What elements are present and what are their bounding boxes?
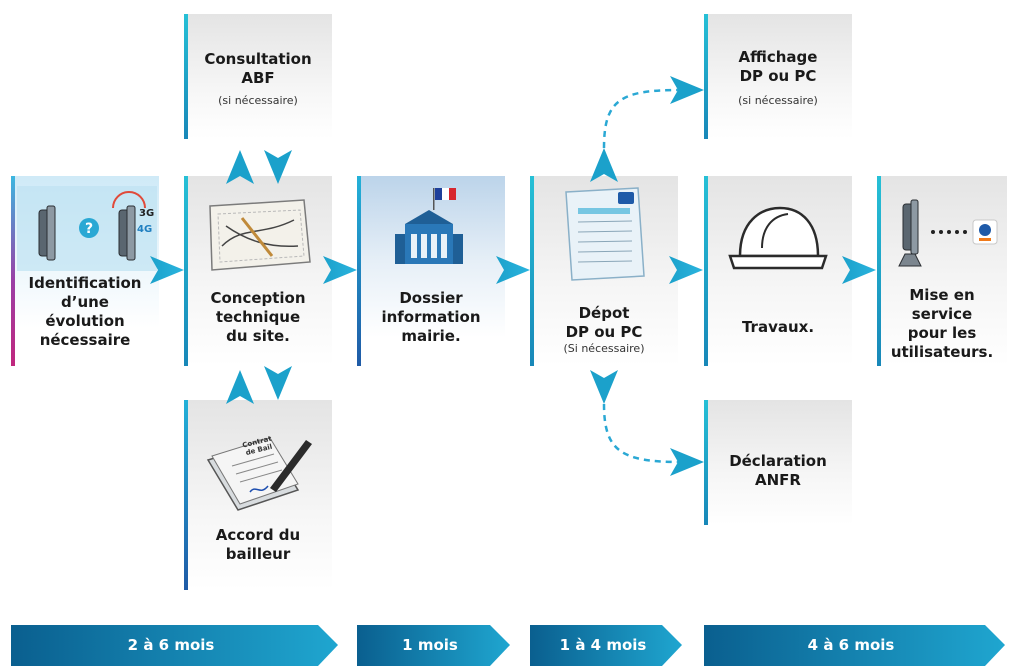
affichage-note: (si nécessaire): [738, 94, 818, 107]
permit-form-icon: [565, 187, 645, 281]
svg-text:?: ?: [85, 221, 93, 237]
arrow-down-icon: [590, 370, 618, 404]
arrow-right-icon: [670, 76, 704, 104]
timeline-segment: [530, 625, 682, 666]
timeline-text: 1 à 4 mois: [559, 636, 647, 654]
timeline-label-1: 2 à 6 mois: [11, 625, 331, 666]
identification-box: ? 3G 4G Identification d’une évolution n…: [11, 176, 159, 366]
timeline-text: 2 à 6 mois: [127, 636, 215, 654]
arrow-right-icon: [842, 256, 876, 284]
arrow-right-icon: [496, 256, 530, 284]
timeline-text: 1 mois: [402, 636, 458, 654]
dashed-connector: [602, 403, 681, 464]
blueprint-plan-icon: [209, 199, 311, 271]
timeline-label-3: 1 à 4 mois: [530, 625, 676, 666]
antenna-upgrade-illustration: ? 3G 4G: [17, 186, 157, 271]
accord-bailleur-box: Contrat de Bail Accord du bailleur: [184, 400, 332, 590]
svg-text:3G: 3G: [139, 208, 154, 219]
arrow-down-icon: [264, 366, 292, 400]
conception-box: Conception technique du site.: [184, 176, 332, 366]
antenna-icon: [898, 199, 922, 267]
travaux-box: Travaux.: [704, 176, 852, 366]
arrow-right-icon: [670, 448, 704, 476]
lease-contract-icon: [206, 437, 312, 511]
identification-label: Identification d’une évolution nécessair…: [28, 274, 142, 349]
hard-hat-icon: [728, 206, 828, 270]
conception-label: Conception technique du site.: [210, 289, 306, 345]
depot-label: Dépot DP ou PC: [565, 304, 643, 341]
timeline-label-4: 4 à 6 mois: [704, 625, 998, 666]
antenna-connected-icon: [898, 199, 998, 267]
arrow-right-icon: [150, 256, 184, 284]
antenna-icon: [38, 205, 136, 261]
french-flag-icon: [433, 188, 456, 210]
arrow-right-icon: [669, 256, 703, 284]
declaration-anfr-label: Déclaration ANFR: [729, 452, 827, 489]
bouygues-logo-icon: [618, 192, 634, 204]
timeline-segment: [357, 625, 510, 666]
consultation-abf-note: (si nécessaire): [218, 94, 298, 107]
timeline-segment: [11, 625, 338, 666]
depot-box: Dépot DP ou PC (Si nécessaire): [530, 176, 678, 366]
timeline-text: 4 à 6 mois: [807, 636, 895, 654]
dossier-label: Dossier information mairie.: [381, 289, 481, 345]
consultation-abf-box: Consultation ABF (si nécessaire): [184, 14, 332, 139]
town-hall-icon: [395, 188, 463, 264]
affichage-label: Affichage DP ou PC: [738, 48, 818, 85]
dossier-box: Dossier information mairie.: [357, 176, 505, 366]
arrow-down-icon: [264, 150, 292, 184]
mise-en-service-box: Mise en service pour les utilisateurs.: [877, 176, 1007, 366]
arrow-right-icon: [323, 256, 357, 284]
depot-note: (Si nécessaire): [563, 342, 645, 355]
travaux-label: Travaux.: [741, 318, 815, 336]
arrow-up-icon: [226, 150, 254, 184]
dashed-connector: [602, 88, 681, 149]
accord-bailleur-label: Accord du bailleur: [215, 526, 301, 563]
question-icon: [79, 218, 99, 238]
svg-text:4G: 4G: [137, 224, 152, 235]
arrow-up-icon: [590, 148, 618, 182]
declaration-anfr-box: Déclaration ANFR: [704, 400, 852, 525]
arrow-up-icon: [226, 370, 254, 404]
timeline-segment: [704, 625, 1005, 666]
mise-en-service-label: Mise en service pour les utilisateurs.: [890, 286, 994, 361]
affichage-box: Affichage DP ou PC (si nécessaire): [704, 14, 852, 139]
timeline-label-2: 1 mois: [357, 625, 503, 666]
consultation-abf-label: Consultation ABF: [204, 50, 312, 87]
